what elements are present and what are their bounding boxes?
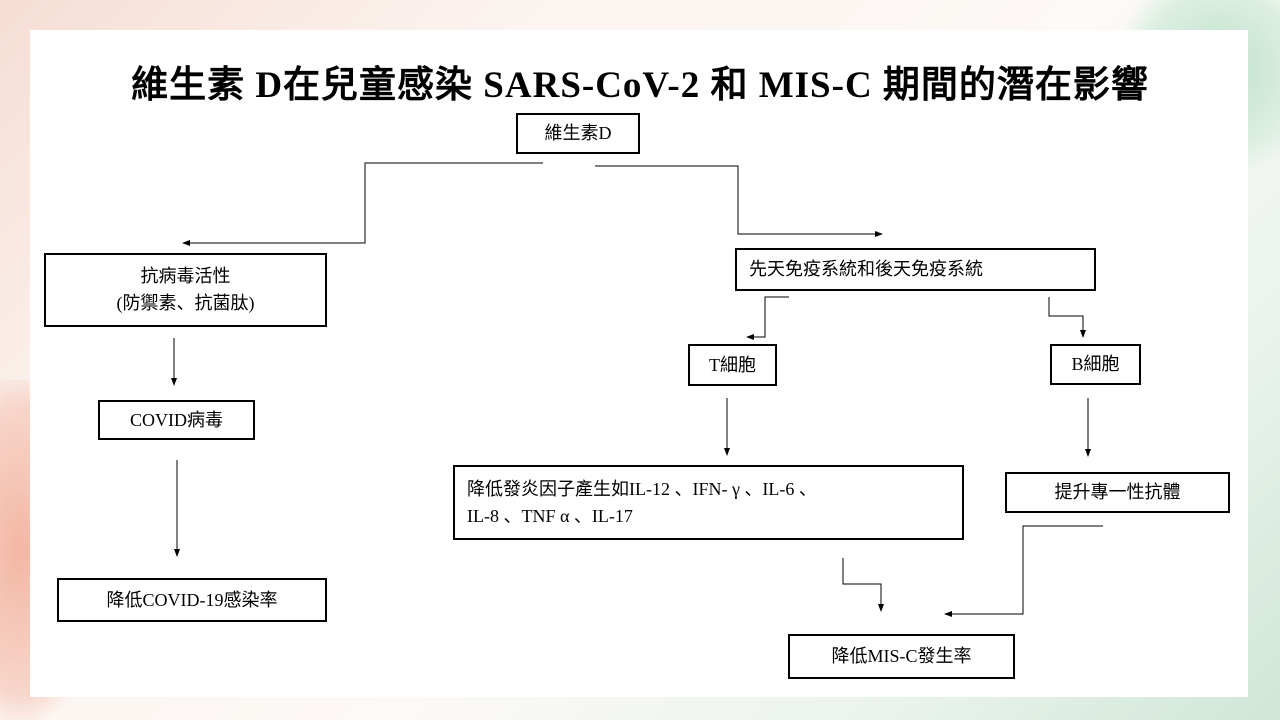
arrow-vitd-to-immune	[595, 165, 883, 237]
node-antiviral-activity: 抗病毒活性 (防禦素、抗菌肽)	[44, 253, 327, 327]
node-vitamin-d: 維生素D	[516, 113, 640, 154]
node-covid-virus: COVID病毒	[98, 400, 255, 440]
cytokines-line-1: 降低發炎因子產生如IL-12 、IFN- γ 、IL-6 、	[467, 478, 817, 499]
cytokines-line-2: IL-8 、TNF α 、IL-17	[467, 505, 633, 526]
slide-title: 維生素 D在兒童感染 SARS-CoV-2 和 MIS-C 期間的潛在影響	[131, 65, 1149, 106]
node-reduce-covid: 降低COVID-19感染率	[57, 578, 327, 622]
node-specific-antibody: 提升專一性抗體	[1005, 472, 1230, 513]
arrow-cytokines-to-misc	[842, 558, 884, 612]
node-immune-system: 先天免疫系統和後天免疫系統	[735, 248, 1096, 291]
node-t-cell: T細胞	[688, 344, 777, 386]
arrow-vitd-to-antiviral	[182, 162, 543, 246]
node-reduce-misc: 降低MIS-C發生率	[788, 634, 1015, 679]
node-b-cell: B細胞	[1050, 344, 1141, 385]
antiviral-label: 抗病毒活性	[140, 266, 231, 286]
node-reduce-cytokines: 降低發炎因子產生如IL-12 、IFN- γ 、IL-6 、 IL-8 、TNF…	[453, 465, 964, 540]
arrow-antibody-to-misc	[944, 525, 1103, 617]
antiviral-sublabel: (防禦素、抗菌肽)	[116, 293, 255, 313]
arrow-immune-to-tcell	[746, 296, 789, 340]
arrow-immune-to-bcell	[1048, 297, 1086, 338]
